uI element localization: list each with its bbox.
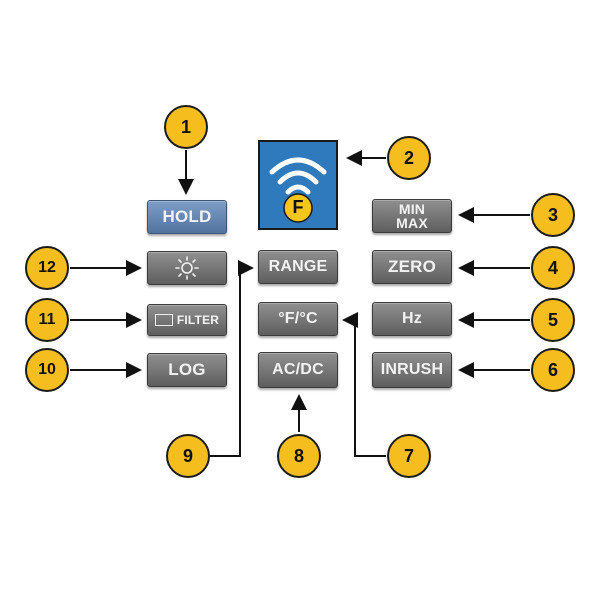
acdc-button[interactable]: AC/DC: [258, 352, 338, 388]
sun-icon: [175, 256, 199, 280]
callout-5: 5: [531, 298, 575, 342]
callout-11: 11: [25, 298, 69, 342]
wireless-signal-icon: [269, 157, 327, 223]
callout-3: 3: [531, 193, 575, 237]
callout-9: 9: [166, 434, 210, 478]
hold-button[interactable]: HOLD: [147, 200, 227, 234]
callout-10: 10: [25, 348, 69, 392]
logo-letter: F: [292, 197, 304, 217]
callout-4: 4: [531, 246, 575, 290]
callout-12: 12: [25, 246, 69, 290]
hz-button[interactable]: Hz: [372, 302, 452, 336]
callout-7: 7: [387, 434, 431, 478]
min-max-button[interactable]: MIN MAX: [372, 199, 452, 233]
log-button[interactable]: LOG: [147, 353, 227, 387]
callout-2: 2: [387, 136, 431, 180]
range-button[interactable]: RANGE: [258, 250, 338, 284]
callout-8: 8: [277, 434, 321, 478]
callout-1: 1: [164, 105, 208, 149]
min-label: MIN: [398, 201, 426, 217]
zero-button[interactable]: ZERO: [372, 250, 452, 284]
arrow-7: [342, 312, 386, 457]
brand-logo: F: [258, 140, 338, 230]
filter-button[interactable]: FILTER: [147, 304, 227, 336]
max-label: MAX: [396, 215, 428, 231]
logo-badge: [283, 193, 313, 223]
backlight-button[interactable]: [147, 251, 227, 285]
arrow-9: [210, 260, 254, 457]
inrush-button[interactable]: INRUSH: [372, 352, 452, 388]
filter-label: FILTER: [176, 313, 220, 327]
temp-unit-button[interactable]: °F/°C: [258, 302, 338, 336]
filter-icon: [154, 314, 173, 326]
callout-6: 6: [531, 348, 575, 392]
